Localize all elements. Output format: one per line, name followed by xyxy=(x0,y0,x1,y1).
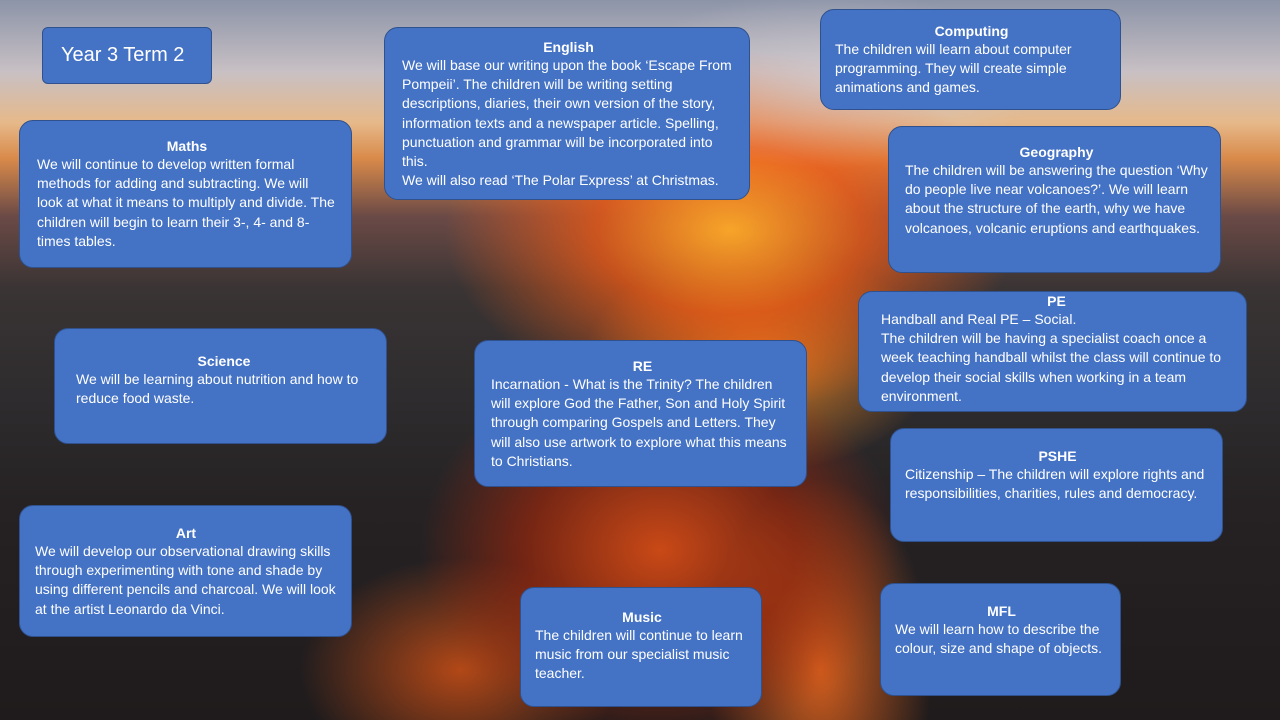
maths-text: We will continue to develop written form… xyxy=(37,156,335,249)
art-box: Art We will develop our observational dr… xyxy=(19,505,352,637)
science-text: We will be learning about nutrition and … xyxy=(76,371,359,407)
pe-text: Handball and Real PE – Social. xyxy=(881,311,1077,327)
re-box: RE Incarnation - What is the Trinity? Th… xyxy=(474,340,807,487)
computing-box: Computing The children will learn about … xyxy=(820,9,1121,110)
geography-box: Geography The children will be answering… xyxy=(888,126,1221,273)
geography-heading: Geography xyxy=(1019,144,1094,160)
computing-text: The children will learn about computer p… xyxy=(835,41,1072,96)
pe-text-coach: The children will be having a specialist… xyxy=(881,330,1222,404)
mfl-text: We will learn how to describe the colour… xyxy=(895,621,1103,657)
pshe-text: Citizenship – The children will explore … xyxy=(905,466,1205,502)
art-heading: Art xyxy=(175,525,197,541)
geography-text: The children will be answering the quest… xyxy=(905,162,1208,236)
science-box: Science We will be learning about nutrit… xyxy=(54,328,387,444)
english-heading: English xyxy=(543,39,594,55)
computing-heading: Computing xyxy=(934,23,1009,39)
pe-heading: PE xyxy=(1047,293,1066,309)
mfl-box: MFL We will learn how to describe the co… xyxy=(880,583,1121,696)
pe-box: PE Handball and Real PE – Social. The ch… xyxy=(858,291,1247,412)
art-text: We will develop our observational drawin… xyxy=(35,543,336,617)
mfl-heading: MFL xyxy=(987,603,1016,619)
maths-heading: Maths xyxy=(166,138,208,154)
re-text: Incarnation - What is the Trinity? The c… xyxy=(491,376,787,469)
english-box: English We will base our writing upon th… xyxy=(384,27,750,200)
english-text: We will base our writing upon the book ‘… xyxy=(402,57,732,170)
re-heading: RE xyxy=(632,358,653,374)
pshe-box: PSHE Citizenship – The children will exp… xyxy=(890,428,1223,542)
science-heading: Science xyxy=(197,353,251,369)
maths-box: Maths We will continue to develop writte… xyxy=(19,120,352,268)
music-text: The children will continue to learn musi… xyxy=(535,627,743,682)
page-title: Year 3 Term 2 xyxy=(42,27,212,84)
pshe-heading: PSHE xyxy=(1038,448,1077,464)
english-text-christmas: We will also read ‘The Polar Express’ at… xyxy=(402,172,719,189)
music-heading: Music xyxy=(622,609,662,625)
music-box: Music The children will continue to lear… xyxy=(520,587,762,707)
